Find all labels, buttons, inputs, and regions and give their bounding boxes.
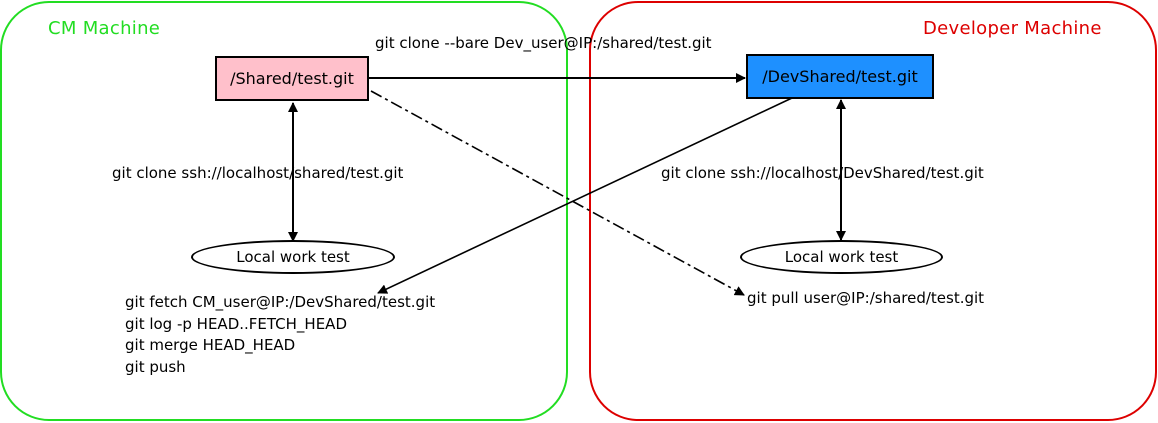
dev-pull-label: git pull user@IP:/shared/test.git [747,289,985,307]
cm-command-fetch: git fetch CM_user@IP:/DevShared/test.git [125,293,436,311]
cm-shared-repo: /Shared/test.git [215,56,369,101]
cm-command-push: git push [125,357,186,376]
fetch-arrow [377,97,793,294]
cm-command-list: git fetch CM_user@IP:/DevShared/test.git… [125,292,435,378]
cm-machine-boundary [0,1,568,421]
cm-command-merge: git merge HEAD_HEAD [125,336,296,354]
dev-machine-boundary [589,1,1157,421]
cm-machine-title: CM Machine [48,18,161,39]
pull-arrow [370,90,745,296]
bare-clone-label: git clone --bare Dev_user@IP:/shared/tes… [375,34,712,52]
dev-clone-label: git clone ssh://localhost/DevShared/test… [661,164,984,182]
dev-machine-title: Developer Machine [923,18,1102,39]
cm-local-work: Local work test [191,240,395,274]
dev-local-work: Local work test [740,240,943,274]
cm-command-log: git log -p HEAD..FETCH_HEAD [125,314,347,333]
cm-clone-label: git clone ssh://localhost/shared/test.gi… [112,164,404,182]
dev-shared-repo: /DevShared/test.git [746,54,934,99]
